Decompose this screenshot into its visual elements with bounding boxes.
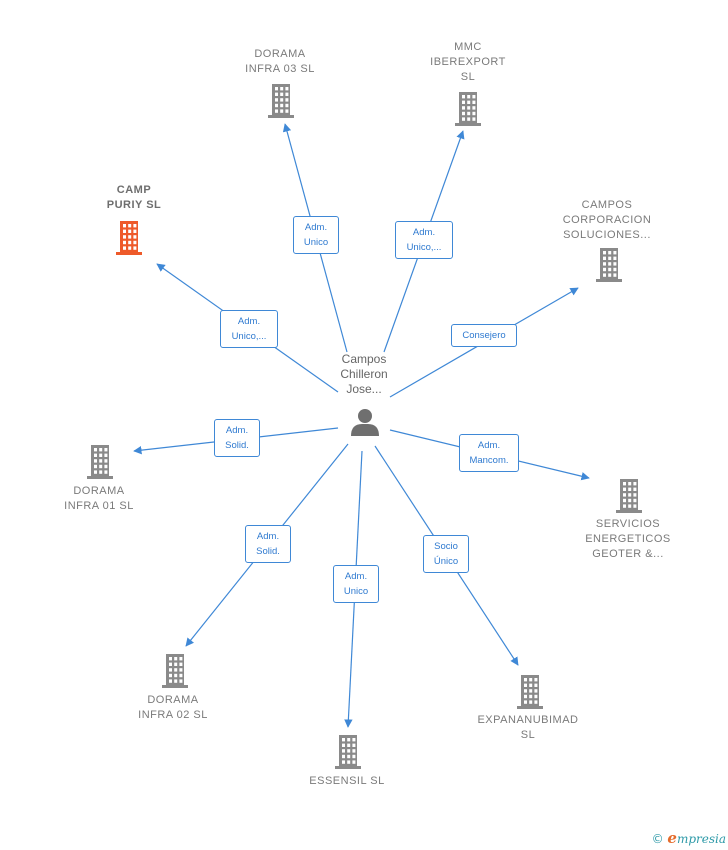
company-label-expananubimad[interactable]: EXPANANUBIMAD SL [477, 714, 579, 741]
building-icon-dorama-infra-03[interactable] [268, 84, 294, 118]
edge-label-servicios-energeticos[interactable]: Adm. Mancom. [459, 434, 519, 472]
edge-label-essensil[interactable]: Adm. Unico [333, 565, 379, 603]
brand-name: mpresia [676, 832, 726, 846]
edge-label-campos-corporacion[interactable]: Consejero [451, 323, 517, 347]
edge-label-dorama-infra-01[interactable]: Adm. Solid. [214, 419, 260, 457]
edge-label-expananubimad[interactable]: Socio Único [423, 535, 469, 573]
brand-initial: e [667, 829, 677, 847]
building-icon-expananubimad[interactable] [517, 675, 543, 709]
building-icon-dorama-infra-01[interactable] [87, 445, 113, 479]
edge-label-mmc-iberexport[interactable]: Adm. Unico,... [395, 221, 453, 259]
edge-label-dorama-infra-02[interactable]: Adm. Solid. [245, 525, 291, 563]
copyright-icon: © [651, 832, 664, 846]
company-label-essensil[interactable]: ESSENSIL SL [309, 774, 385, 787]
person-icon[interactable] [351, 409, 379, 436]
company-label-camp-puriy[interactable]: CAMP PURIY SL [106, 184, 162, 211]
building-icon-dorama-infra-02[interactable] [162, 654, 188, 688]
footer-brand: © empresia [652, 829, 726, 847]
company-label-mmc-iberexport[interactable]: MMC IBEREXPORT SL [430, 40, 506, 83]
company-label-campos-corporacion[interactable]: CAMPOS CORPORACION SOLUCIONES... [562, 198, 652, 241]
building-icon-mmc-iberexport[interactable] [455, 92, 481, 126]
company-label-servicios-energeticos[interactable]: SERVICIOS ENERGETICOS GEOTER &... [585, 517, 671, 560]
center-person-label[interactable]: Campos Chilleron Jose... [340, 352, 388, 396]
company-label-dorama-infra-02[interactable]: DORAMA INFRA 02 SL [138, 694, 208, 721]
building-icon-campos-corporacion[interactable] [596, 248, 622, 282]
building-icon-essensil[interactable] [335, 735, 361, 769]
edge-label-dorama-infra-03[interactable]: Adm. Unico [293, 216, 339, 254]
building-icon-servicios-energeticos[interactable] [616, 479, 642, 513]
company-label-dorama-infra-01[interactable]: DORAMA INFRA 01 SL [64, 485, 134, 512]
company-label-dorama-infra-03[interactable]: DORAMA INFRA 03 SL [245, 48, 315, 75]
edge-label-camp-puriy[interactable]: Adm. Unico,... [220, 310, 278, 348]
building-icon-camp-puriy[interactable] [116, 221, 142, 255]
